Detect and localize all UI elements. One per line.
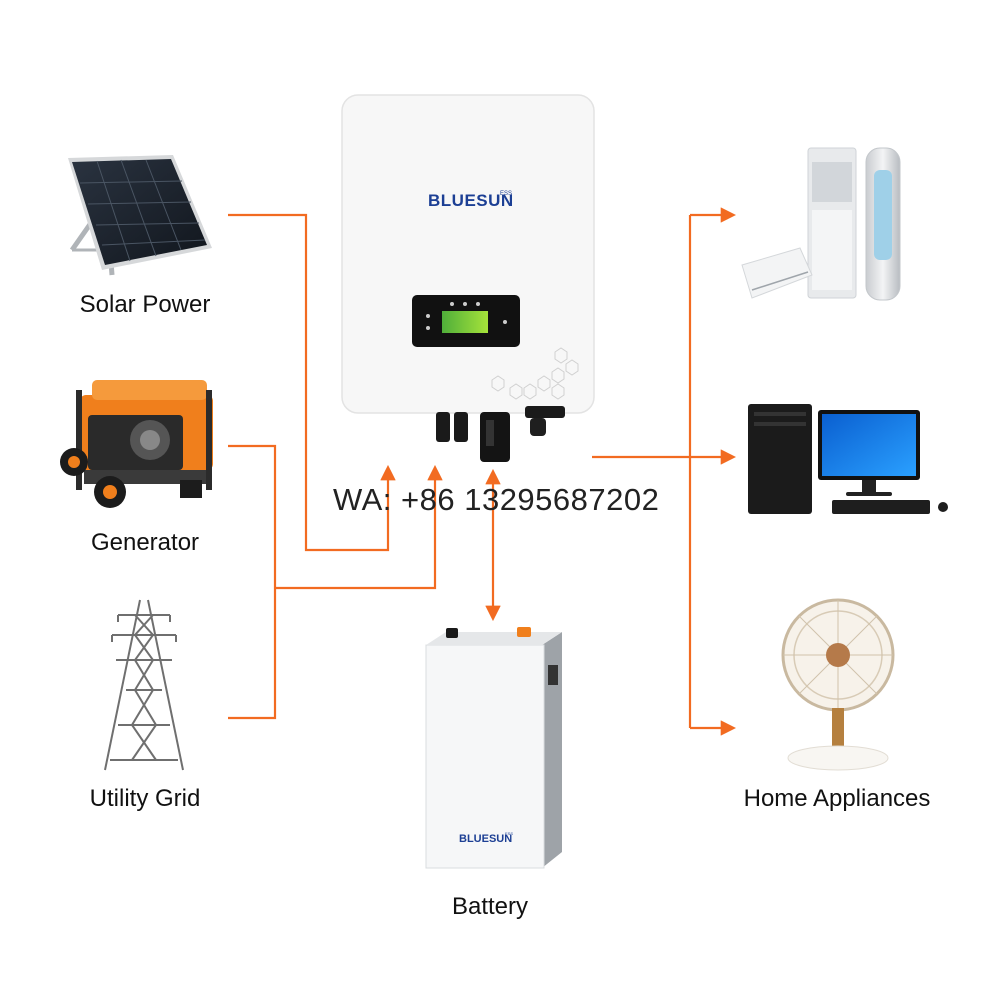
power-tower-icon	[104, 599, 184, 771]
battery-brand-logo-sup: ESS	[505, 831, 513, 836]
hexagon-pattern	[491, 347, 579, 400]
whatsapp-contact-watermark: WA: +86 13295687202	[333, 482, 660, 517]
flow-lines	[228, 207, 737, 736]
inverter-lcd-screen	[442, 311, 488, 333]
inverter-brand-logo: BLUESUN	[428, 191, 514, 210]
battery-brand-logo: BLUESUN	[459, 833, 512, 845]
ac-input-flow-line	[275, 464, 443, 590]
inverter-device	[341, 94, 595, 462]
battery-device	[425, 627, 562, 869]
generator-flow-line	[228, 444, 277, 588]
inverter-brand-logo-sup: ESS	[500, 191, 512, 197]
air-conditioner-icon	[741, 147, 901, 301]
utility-grid-label: Utility Grid	[89, 785, 201, 812]
generator-label: Generator	[90, 529, 200, 556]
generator-icon	[60, 380, 213, 508]
solar-flow-line	[228, 213, 396, 552]
solar-panel-icon	[68, 155, 212, 276]
grid-flow-line	[228, 588, 277, 720]
desktop-computer-icon	[748, 404, 948, 514]
desk-fan-icon	[781, 598, 895, 771]
home-appliances-label: Home Appliances	[743, 785, 931, 812]
solar-power-label: Solar Power	[79, 291, 211, 318]
battery-label: Battery	[451, 893, 529, 920]
